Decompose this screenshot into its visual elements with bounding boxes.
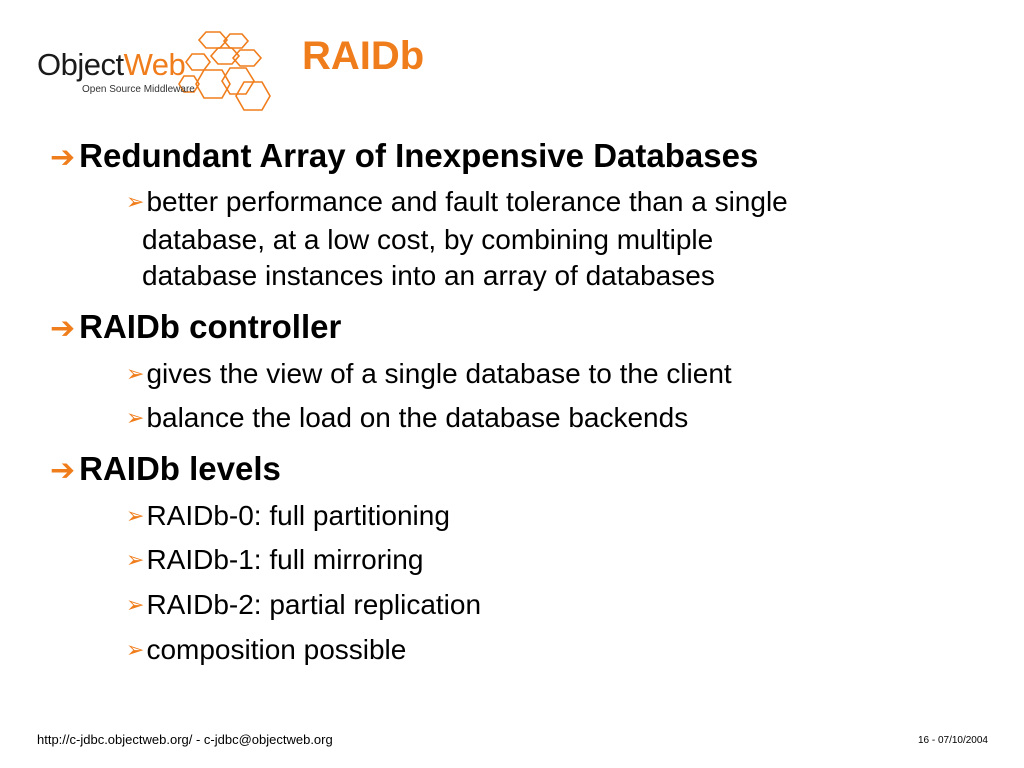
triangle-bullet-icon: ➢ bbox=[126, 592, 145, 617]
bullet-text: better performance and fault tolerance t… bbox=[146, 186, 788, 217]
triangle-bullet-icon: ➢ bbox=[126, 189, 145, 214]
bullet-text: Redundant Array of Inexpensive Databases bbox=[79, 137, 759, 174]
logo-part-object: Object bbox=[37, 47, 124, 82]
triangle-bullet-icon: ➢ bbox=[126, 503, 145, 528]
bullet-level1: ➔Redundant Array of Inexpensive Database… bbox=[50, 139, 758, 173]
bullet-level2: ➢composition possible bbox=[126, 636, 406, 664]
bullet-text: composition possible bbox=[146, 634, 407, 665]
bullet-text: RAIDb-0: full partitioning bbox=[146, 500, 450, 531]
bullet-text: RAIDb-1: full mirroring bbox=[146, 544, 424, 575]
objectweb-logo: ObjectWeb Open Source Middleware bbox=[34, 28, 284, 112]
bullet-continuation: database, at a low cost, by combining mu… bbox=[142, 224, 714, 255]
bullet-text: balance the load on the database backend… bbox=[146, 402, 689, 433]
bullet-text: gives the view of a single database to t… bbox=[146, 358, 732, 389]
bullet-level2: ➢RAIDb-2: partial replication bbox=[126, 591, 481, 619]
bullet-text: RAIDb-2: partial replication bbox=[146, 589, 482, 620]
bullet-level2: ➢RAIDb-1: full mirroring bbox=[126, 546, 423, 574]
right-arrow-icon: ➔ bbox=[50, 312, 76, 345]
triangle-bullet-icon: ➢ bbox=[126, 637, 145, 662]
hexagon-cluster-icon bbox=[178, 31, 271, 111]
footer-page-date: 16 - 07/10/2004 bbox=[917, 735, 988, 746]
triangle-bullet-icon: ➢ bbox=[126, 361, 145, 386]
bullet-level1: ➔RAIDb levels bbox=[50, 452, 281, 486]
bullet-level2: ➢better performance and fault tolerance … bbox=[126, 188, 788, 216]
triangle-bullet-icon: ➢ bbox=[126, 547, 145, 572]
bullet-text: RAIDb controller bbox=[79, 308, 342, 345]
bullet-level2: ➢gives the view of a single database to … bbox=[126, 360, 732, 388]
bullet-level2: ➢RAIDb-0: full partitioning bbox=[126, 502, 450, 530]
triangle-bullet-icon: ➢ bbox=[126, 405, 145, 430]
logo-part-web: Web bbox=[123, 47, 186, 82]
bullet-continuation: database instances into an array of data… bbox=[142, 260, 715, 291]
footer-url: http://c-jdbc.objectweb.org/ - c-jdbc@ob… bbox=[37, 732, 333, 747]
right-arrow-icon: ➔ bbox=[50, 454, 76, 487]
bullet-level2: ➢balance the load on the database backen… bbox=[126, 404, 688, 432]
logo-tagline: Open Source Middleware bbox=[82, 84, 195, 95]
slide-title: RAIDb bbox=[302, 34, 425, 78]
logo-wordmark: ObjectWeb bbox=[37, 47, 186, 82]
bullet-level1: ➔RAIDb controller bbox=[50, 310, 341, 344]
bullet-text: RAIDb levels bbox=[79, 450, 281, 487]
right-arrow-icon: ➔ bbox=[50, 141, 76, 174]
